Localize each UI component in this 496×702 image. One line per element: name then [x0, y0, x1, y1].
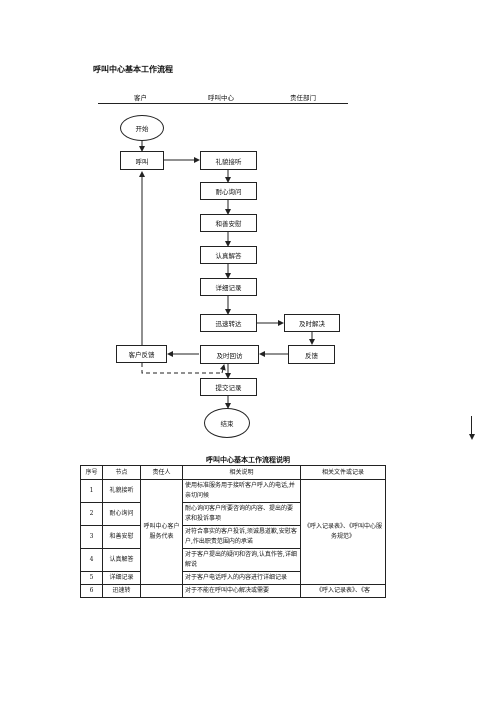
- lane-divider: [98, 103, 348, 104]
- node-answer: 认真解答: [200, 246, 257, 264]
- cell-responsible-empty: [140, 584, 183, 598]
- scroll-arrow-line: [471, 416, 472, 436]
- node-resolve: 及时解决: [284, 314, 340, 332]
- cell-no: 2: [80, 502, 103, 526]
- flow-description-table: 序号 节点 责任人 相关说明 相关文件或记录 1 礼貌接听 呼叫中心客户服务代表…: [80, 465, 386, 598]
- header-node: 节点: [102, 465, 141, 480]
- header-desc: 相关说明: [182, 465, 301, 480]
- cell-desc: 耐心询问客户所要咨询的内容、提出的要求和投诉事项: [182, 502, 301, 526]
- cell-responsible: 呼叫中心客户服务代表: [140, 479, 183, 585]
- table-row: 2 耐心询问 耐心询问客户所要咨询的内容、提出的要求和投诉事项: [80, 502, 386, 526]
- header-responsible: 责任人: [140, 465, 183, 480]
- table-title: 呼叫中心基本工作流程说明: [206, 455, 290, 464]
- node-record: 详细记录: [200, 278, 257, 296]
- node-ask: 耐心询问: [200, 182, 257, 200]
- cell-node: 认真解答: [102, 548, 141, 572]
- cell-node: 礼貌接听: [102, 479, 141, 503]
- node-start: 开始: [120, 115, 164, 141]
- node-revisit: 及时回访: [200, 345, 259, 364]
- cell-files: 《呼入记录表》、《客: [300, 584, 386, 598]
- header-no: 序号: [80, 465, 103, 480]
- table-row: 6 迅速转 对于不能在呼叫中心解决或需要 《呼入记录表》、《客: [80, 584, 386, 598]
- cell-no: 5: [80, 571, 103, 585]
- header-files: 相关文件或记录: [300, 465, 386, 480]
- flow-title: 呼叫中心基本工作流程: [93, 64, 173, 74]
- lane-dept: 责任部门: [290, 94, 316, 102]
- node-customer-feedback: 客户反馈: [116, 345, 167, 363]
- lane-callcenter: 呼叫中心: [208, 94, 234, 102]
- lane-customer: 客户: [134, 94, 147, 102]
- table-row: 1 礼貌接听 呼叫中心客户服务代表 使用标准服务用于接听客户呼入的电话,并亲切问…: [80, 479, 386, 585]
- cell-desc: 对于不能在呼叫中心解决或需要: [182, 584, 301, 598]
- node-greet: 礼貌接听: [200, 151, 257, 170]
- cell-node: 和善安慰: [102, 525, 141, 549]
- cell-desc: 对于客户提出的疑问和咨询,认真作答,详细解说: [182, 548, 301, 572]
- cell-desc: 对于客户电话呼入的内容进行详细记录: [182, 571, 301, 585]
- cell-no: 4: [80, 548, 103, 572]
- cell-node: 耐心询问: [102, 502, 141, 526]
- cell-desc: 使用标准服务用于接听客户呼入的电话,并亲切问候: [182, 479, 301, 503]
- node-end: 结束: [204, 408, 250, 438]
- node-call: 呼叫: [120, 151, 164, 170]
- cell-no: 3: [80, 525, 103, 549]
- cell-desc: 对符合事实的客户投诉,须诚恳道歉,安慰客户,作出职责范围内的承诺: [182, 525, 301, 549]
- cell-node: 迅速转: [102, 584, 141, 598]
- scroll-arrow-icon: [469, 434, 475, 440]
- table-row: 4 认真解答 对于客户提出的疑问和咨询,认真作答,详细解说: [80, 548, 386, 572]
- cell-no: 1: [80, 479, 103, 503]
- node-feedback: 反馈: [288, 345, 335, 364]
- table-row: 5 详细记录 对于客户电话呼入的内容进行详细记录: [80, 571, 386, 585]
- node-transfer: 迅速转达: [200, 314, 257, 332]
- table-header-row: 序号 节点 责任人 相关说明 相关文件或记录: [80, 465, 386, 480]
- node-comfort: 和善安慰: [200, 214, 257, 232]
- node-submit: 提交记录: [200, 378, 257, 396]
- cell-node: 详细记录: [102, 571, 141, 585]
- cell-files: 《呼入记录表》、《呼叫中心服务规范》: [300, 479, 386, 585]
- cell-no: 6: [80, 584, 103, 598]
